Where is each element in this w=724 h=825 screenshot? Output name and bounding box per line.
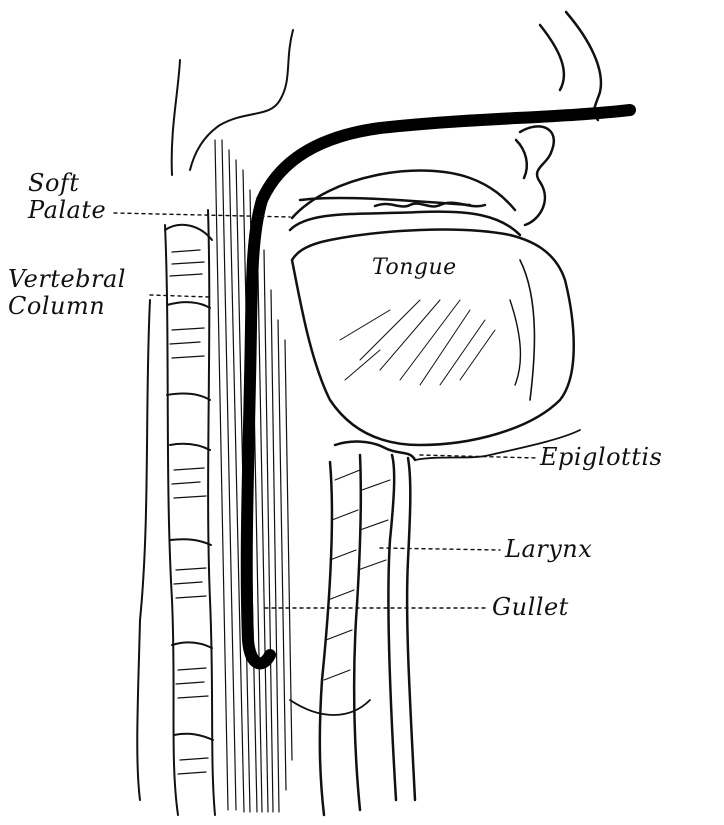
vertebral-column [165, 210, 215, 815]
larynx-leader [380, 548, 500, 550]
vertebral-column-leader [150, 295, 210, 297]
tube [247, 110, 630, 663]
leader-lines [114, 213, 538, 608]
oral-cavity [290, 171, 520, 235]
soft-palate-label-line-2: Palate [28, 197, 106, 224]
epiglottis-label: Epiglottis [540, 444, 662, 471]
tongue-label: Tongue [372, 254, 457, 281]
soft-palate-label-line-1: Soft [28, 170, 106, 197]
soft-palate-label: Soft Palate [28, 170, 106, 224]
gullet-label: Gullet [492, 594, 569, 621]
vertebral-column-label-line-2: Column [8, 293, 126, 320]
larynx-label: Larynx [505, 536, 592, 563]
vertebral-column-label-line-1: Vertebral [8, 266, 126, 293]
larynx [290, 430, 580, 815]
vertebral-column-label: Vertebral Column [8, 266, 126, 320]
